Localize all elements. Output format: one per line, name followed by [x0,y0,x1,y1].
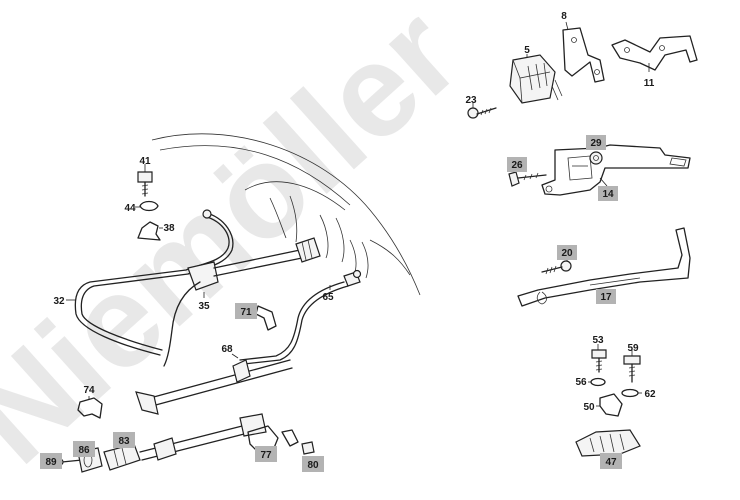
part-32-35-cable [66,209,321,367]
highlight-29 [586,135,606,150]
part-59-bolt [623,350,641,383]
label-26: 26 [511,160,523,171]
highlight-47 [600,453,622,469]
label-74: 74 [83,385,95,396]
label-5: 5 [524,45,530,56]
label-86: 86 [78,445,90,456]
part-80-clip [281,429,315,455]
highlight-14 [598,186,618,201]
part-17-strip [517,227,691,307]
part-14-bracket-plate [541,144,691,196]
label-47: 47 [605,457,617,468]
label-77: 77 [260,450,272,461]
highlight-boxes [40,135,622,472]
label-68: 68 [221,344,233,355]
label-29: 29 [590,138,602,149]
part-77-83-linkage-rod [139,413,267,461]
label-80: 80 [307,460,319,471]
label-17: 17 [600,292,612,303]
part-71-clamp [255,305,277,331]
part-23-screw [467,103,497,119]
highlight-20 [557,245,577,260]
part-47-connector [575,429,641,457]
part-5-relay [509,54,563,104]
label-32: 32 [53,296,65,307]
label-41: 41 [139,156,151,167]
label-71: 71 [240,307,252,318]
part-8-bracket [562,21,605,83]
label-23: 23 [465,95,477,106]
highlight-80 [302,456,324,472]
label-62: 62 [644,389,656,400]
label-38: 38 [163,223,175,234]
label-35: 35 [198,301,210,312]
highlight-17 [596,289,616,304]
part-65-cable [239,269,362,365]
highlight-89 [40,453,62,469]
part-62-washer [621,388,642,398]
label-65: 65 [322,292,334,303]
part-50-bracket [596,393,623,417]
label-53: 53 [592,335,604,346]
part-74-clip [77,396,103,419]
label-14: 14 [602,189,614,200]
part-labels: 5 8 11 23 29 26 14 20 17 41 44 38 32 35 … [45,11,656,471]
part-44-clip [135,200,159,212]
label-44: 44 [124,203,136,214]
part-11-bracket [611,35,698,72]
label-89: 89 [45,457,57,468]
part-26-bolt [508,171,547,187]
highlight-86 [73,441,95,457]
highlight-83 [113,432,135,448]
label-56: 56 [575,377,587,388]
label-20: 20 [561,248,573,259]
part-53-bolt [591,344,607,373]
label-50: 50 [583,402,595,413]
part-56-washer [588,377,606,387]
dashboard-outline [151,133,421,296]
part-41-bolt [137,164,153,197]
part-68-cable [135,353,293,415]
part-38-clip [137,221,163,241]
label-59: 59 [627,343,639,354]
highlight-26 [507,157,527,172]
label-8: 8 [561,11,567,22]
highlight-71 [235,303,257,319]
part-29-nut [589,151,603,165]
label-11: 11 [644,78,655,89]
highlight-77 [255,446,277,462]
label-83: 83 [118,436,130,447]
